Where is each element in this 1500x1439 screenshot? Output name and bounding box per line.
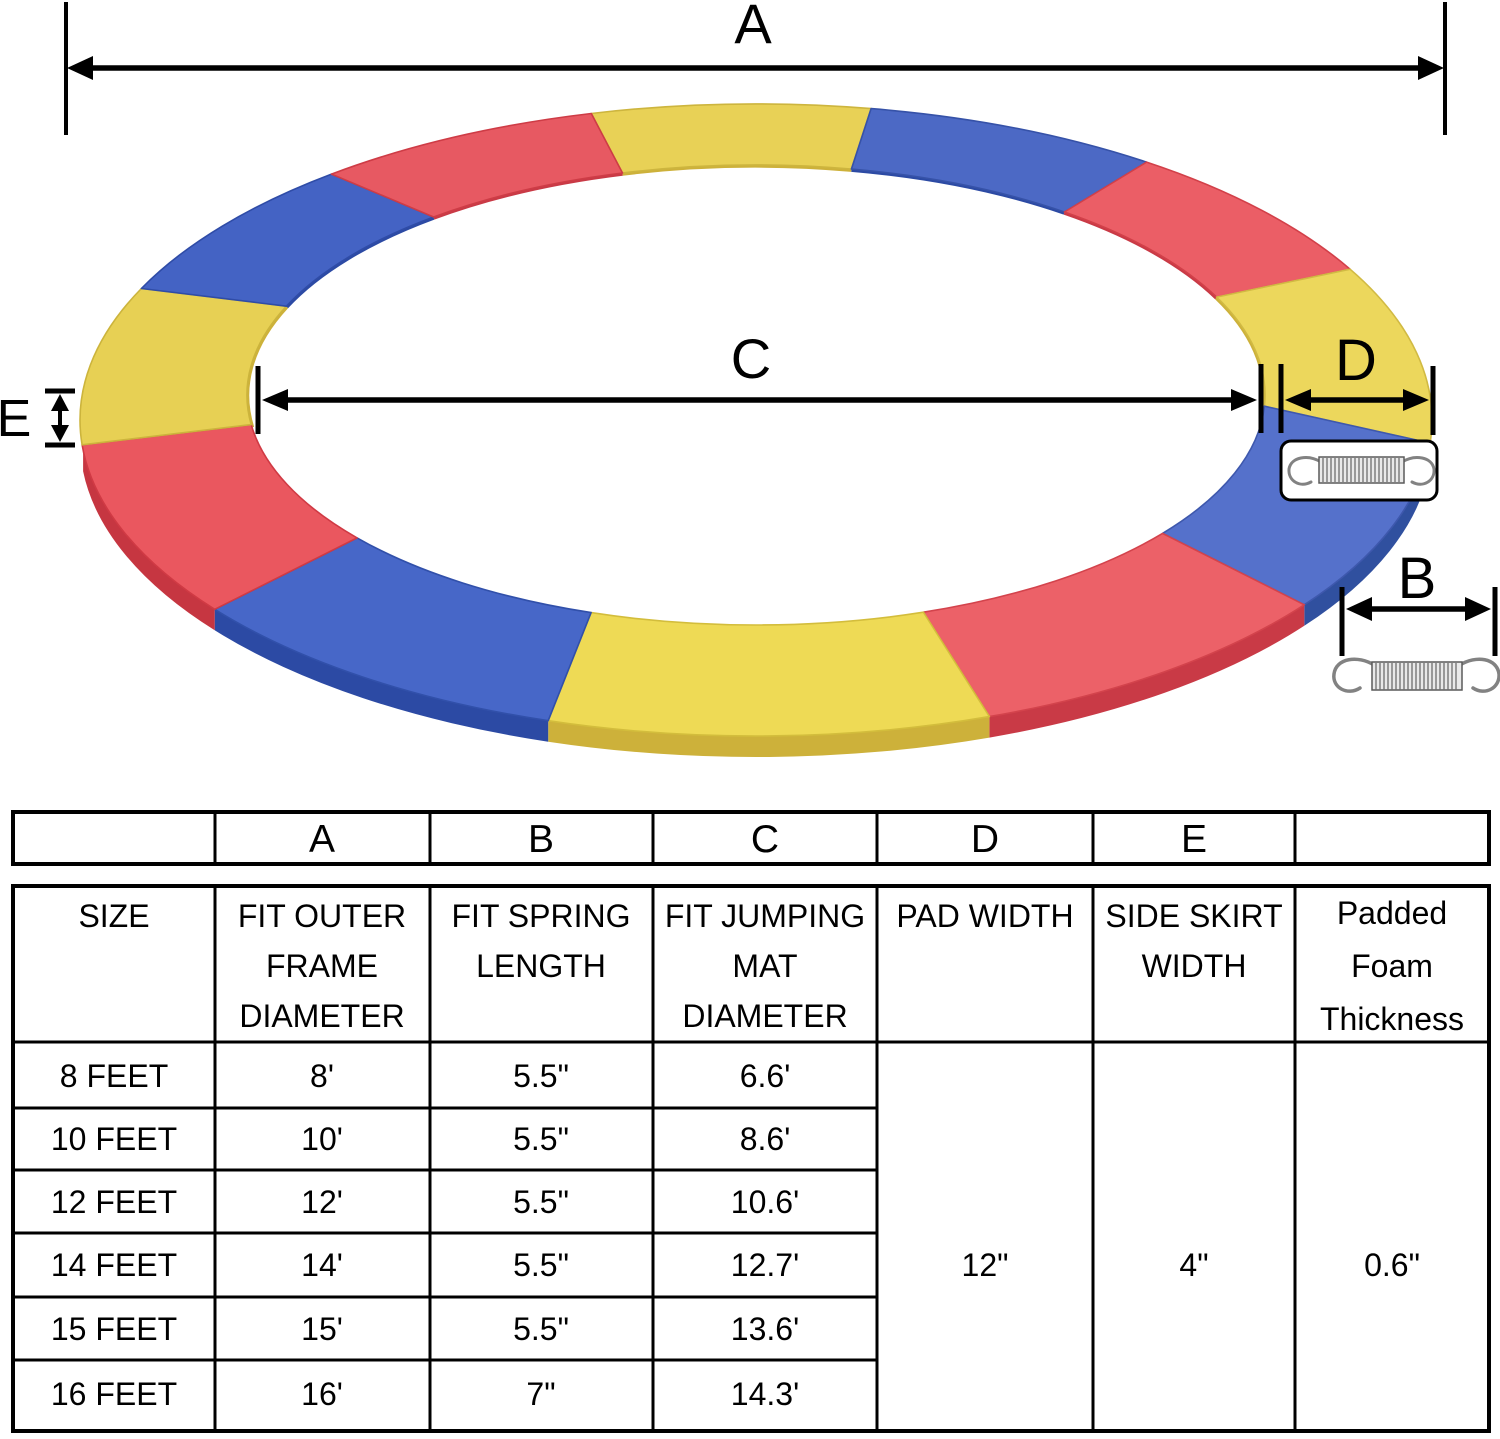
svg-text:FIT JUMPING: FIT JUMPING — [665, 898, 865, 934]
svg-text:7": 7" — [526, 1376, 555, 1412]
svg-text:E: E — [1181, 818, 1207, 861]
svg-text:SIDE SKIRT: SIDE SKIRT — [1105, 898, 1282, 934]
svg-text:8.6': 8.6' — [740, 1121, 791, 1157]
svg-text:12.7': 12.7' — [731, 1247, 799, 1283]
svg-text:12': 12' — [301, 1184, 343, 1220]
svg-text:5.5": 5.5" — [513, 1247, 569, 1283]
svg-text:10.6': 10.6' — [731, 1184, 799, 1220]
svg-text:4": 4" — [1179, 1247, 1208, 1283]
svg-text:0.6": 0.6" — [1364, 1247, 1420, 1283]
svg-text:C: C — [731, 327, 771, 390]
svg-text:15': 15' — [301, 1311, 343, 1347]
svg-text:5.5": 5.5" — [513, 1184, 569, 1220]
svg-text:14.3': 14.3' — [731, 1376, 799, 1412]
svg-text:15 FEET: 15 FEET — [51, 1311, 177, 1347]
svg-text:13.6': 13.6' — [731, 1311, 799, 1347]
svg-text:10 FEET: 10 FEET — [51, 1121, 177, 1157]
svg-text:WIDTH: WIDTH — [1142, 948, 1247, 984]
svg-text:12": 12" — [962, 1247, 1009, 1283]
svg-text:PAD WIDTH: PAD WIDTH — [896, 898, 1073, 934]
svg-text:A: A — [734, 0, 772, 55]
svg-text:LENGTH: LENGTH — [476, 948, 606, 984]
svg-text:B: B — [528, 818, 554, 861]
svg-text:8 FEET: 8 FEET — [60, 1058, 168, 1094]
svg-text:Foam: Foam — [1351, 948, 1433, 984]
svg-text:6.6': 6.6' — [740, 1058, 791, 1094]
svg-text:A: A — [309, 818, 335, 861]
svg-text:5.5": 5.5" — [513, 1121, 569, 1157]
svg-text:C: C — [751, 818, 779, 861]
svg-text:14': 14' — [301, 1247, 343, 1283]
svg-text:D: D — [1335, 328, 1377, 393]
svg-text:16': 16' — [301, 1376, 343, 1412]
svg-text:E: E — [0, 390, 31, 448]
svg-text:FIT OUTER: FIT OUTER — [238, 898, 406, 934]
svg-text:DIAMETER: DIAMETER — [239, 998, 404, 1034]
svg-text:FIT SPRING: FIT SPRING — [452, 898, 631, 934]
svg-text:5.5": 5.5" — [513, 1058, 569, 1094]
svg-text:16 FEET: 16 FEET — [51, 1376, 177, 1412]
svg-text:14 FEET: 14 FEET — [51, 1247, 177, 1283]
svg-text:FRAME: FRAME — [266, 948, 378, 984]
svg-text:8': 8' — [310, 1058, 334, 1094]
svg-text:5.5": 5.5" — [513, 1311, 569, 1347]
svg-text:DIAMETER: DIAMETER — [682, 998, 847, 1034]
svg-text:Thickness: Thickness — [1320, 1001, 1464, 1037]
svg-text:12 FEET: 12 FEET — [51, 1184, 177, 1220]
svg-text:SIZE: SIZE — [78, 898, 149, 934]
svg-text:D: D — [971, 818, 999, 861]
svg-text:MAT: MAT — [732, 948, 797, 984]
svg-text:10': 10' — [301, 1121, 343, 1157]
svg-text:B: B — [1398, 546, 1437, 611]
svg-text:Padded: Padded — [1337, 895, 1447, 931]
